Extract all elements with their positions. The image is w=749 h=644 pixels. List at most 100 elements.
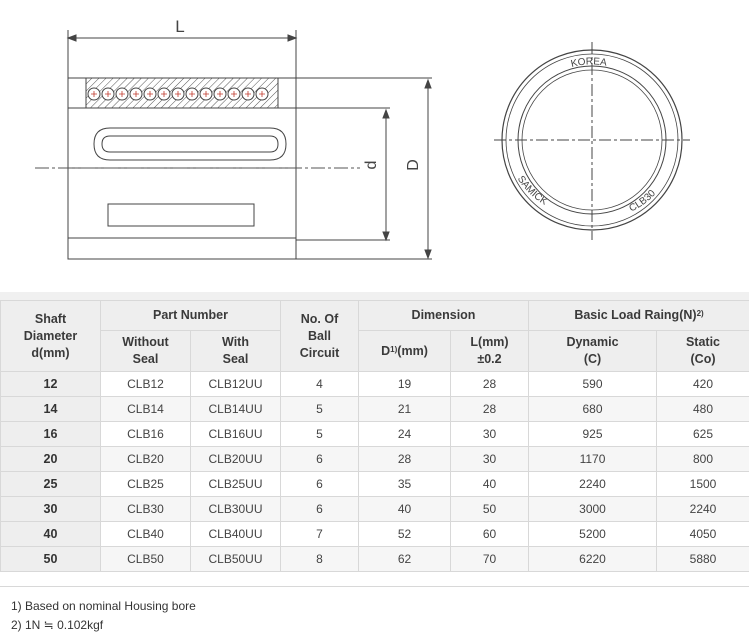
cell-without-seal: CLB16	[101, 422, 191, 447]
section-separator	[0, 292, 749, 300]
cell-ball-circuits: 6	[281, 472, 359, 497]
cell-without-seal: CLB50	[101, 547, 191, 572]
cell-dynamic: 680	[529, 397, 657, 422]
header-part-number: Part Number	[101, 301, 281, 331]
table-row: 12 CLB12 CLB12UU 4 19 28 590 420	[1, 372, 749, 397]
cell-D: 35	[359, 472, 451, 497]
cell-D: 40	[359, 497, 451, 522]
cell-with-seal: CLB40UU	[191, 522, 281, 547]
header-load-rating-text: Basic Load Raing(N)	[574, 308, 696, 322]
cell-with-seal: CLB16UU	[191, 422, 281, 447]
cell-ball-circuits: 5	[281, 422, 359, 447]
dimension-L-label: L	[175, 17, 184, 36]
cell-shaft: 20	[1, 447, 101, 472]
cell-L: 50	[451, 497, 529, 522]
cell-L: 70	[451, 547, 529, 572]
cell-ball-circuits: 7	[281, 522, 359, 547]
cell-static: 2240	[657, 497, 749, 522]
cell-ball-circuits: 6	[281, 447, 359, 472]
cell-D: 62	[359, 547, 451, 572]
table-row: 14 CLB14 CLB14UU 5 21 28 680 480	[1, 397, 749, 422]
cell-with-seal: CLB20UU	[191, 447, 281, 472]
footnote-1: 1) Based on nominal Housing bore	[11, 599, 196, 613]
cell-shaft: 25	[1, 472, 101, 497]
cell-L: 60	[451, 522, 529, 547]
table-row: 50 CLB50 CLB50UU 8 62 70 6220 5880	[1, 547, 749, 572]
cell-with-seal: CLB12UU	[191, 372, 281, 397]
cell-L: 30	[451, 447, 529, 472]
cell-shaft: 40	[1, 522, 101, 547]
cell-dynamic: 590	[529, 372, 657, 397]
cell-L: 40	[451, 472, 529, 497]
cell-static: 800	[657, 447, 749, 472]
header-D: D1)(mm)	[359, 331, 451, 372]
cell-static: 420	[657, 372, 749, 397]
cell-ball-circuits: 8	[281, 547, 359, 572]
cell-with-seal: CLB14UU	[191, 397, 281, 422]
table-row: 20 CLB20 CLB20UU 6 28 30 1170 800	[1, 447, 749, 472]
cell-dynamic: 6220	[529, 547, 657, 572]
cell-L: 28	[451, 397, 529, 422]
table-row: 25 CLB25 CLB25UU 6 35 40 2240 1500	[1, 472, 749, 497]
footnote-2: 2) 1N ≒ 0.102kgf	[11, 618, 103, 632]
header-dimension: Dimension	[359, 301, 529, 331]
cell-without-seal: CLB20	[101, 447, 191, 472]
cell-shaft: 16	[1, 422, 101, 447]
cell-D: 52	[359, 522, 451, 547]
cell-shaft: 30	[1, 497, 101, 522]
cell-ball-circuits: 6	[281, 497, 359, 522]
header-without-seal: Without Seal	[101, 331, 191, 372]
cell-static: 5880	[657, 547, 749, 572]
cell-dynamic: 2240	[529, 472, 657, 497]
technical-drawing: L	[0, 0, 749, 292]
cell-ball-circuits: 4	[281, 372, 359, 397]
cell-dynamic: 5200	[529, 522, 657, 547]
cell-static: 1500	[657, 472, 749, 497]
table-row: 16 CLB16 CLB16UU 5 24 30 925 625	[1, 422, 749, 447]
header-D-sup: 1)	[390, 345, 397, 354]
header-static: Static (Co)	[657, 331, 749, 372]
specification-table: Shaft Diameter d(mm) Part Number No. Of …	[0, 300, 749, 572]
cell-dynamic: 1170	[529, 447, 657, 472]
cell-shaft: 14	[1, 397, 101, 422]
cell-static: 4050	[657, 522, 749, 547]
header-ball-circuit: No. Of Ball Circuit	[281, 301, 359, 372]
cell-without-seal: CLB40	[101, 522, 191, 547]
header-D-letter: D	[381, 344, 390, 358]
footnotes: 1) Based on nominal Housing bore 2) 1N ≒…	[0, 586, 749, 644]
table-body: 12 CLB12 CLB12UU 4 19 28 590 420 14 CLB1…	[1, 372, 749, 572]
cell-D: 19	[359, 372, 451, 397]
cell-with-seal: CLB30UU	[191, 497, 281, 522]
table-header-row: Shaft Diameter d(mm) Part Number No. Of …	[1, 301, 749, 331]
header-with-seal: With Seal	[191, 331, 281, 372]
cell-D: 24	[359, 422, 451, 447]
cell-shaft: 50	[1, 547, 101, 572]
cell-without-seal: CLB12	[101, 372, 191, 397]
cell-dynamic: 3000	[529, 497, 657, 522]
header-load-rating-sup: 2)	[697, 309, 704, 318]
cell-dynamic: 925	[529, 422, 657, 447]
dimension-D-label: D	[405, 159, 422, 171]
cell-L: 28	[451, 372, 529, 397]
header-D-unit: (mm)	[397, 344, 428, 358]
table-row: 40 CLB40 CLB40UU 7 52 60 5200 4050	[1, 522, 749, 547]
cell-static: 625	[657, 422, 749, 447]
header-L: L(mm) ±0.2	[451, 331, 529, 372]
cell-without-seal: CLB30	[101, 497, 191, 522]
header-dynamic: Dynamic (C)	[529, 331, 657, 372]
cell-static: 480	[657, 397, 749, 422]
cell-with-seal: CLB50UU	[191, 547, 281, 572]
table-row: 30 CLB30 CLB30UU 6 40 50 3000 2240	[1, 497, 749, 522]
cell-ball-circuits: 5	[281, 397, 359, 422]
cell-D: 28	[359, 447, 451, 472]
cell-without-seal: CLB25	[101, 472, 191, 497]
cell-D: 21	[359, 397, 451, 422]
cell-L: 30	[451, 422, 529, 447]
header-load-rating: Basic Load Raing(N)2)	[529, 301, 749, 331]
cell-with-seal: CLB25UU	[191, 472, 281, 497]
dimension-d-label: d	[363, 161, 380, 170]
cell-shaft: 12	[1, 372, 101, 397]
table-subheader-row: Without Seal With Seal D1)(mm) L(mm) ±0.…	[1, 331, 749, 372]
cell-without-seal: CLB14	[101, 397, 191, 422]
bushing-drawing-svg: L	[0, 0, 749, 292]
